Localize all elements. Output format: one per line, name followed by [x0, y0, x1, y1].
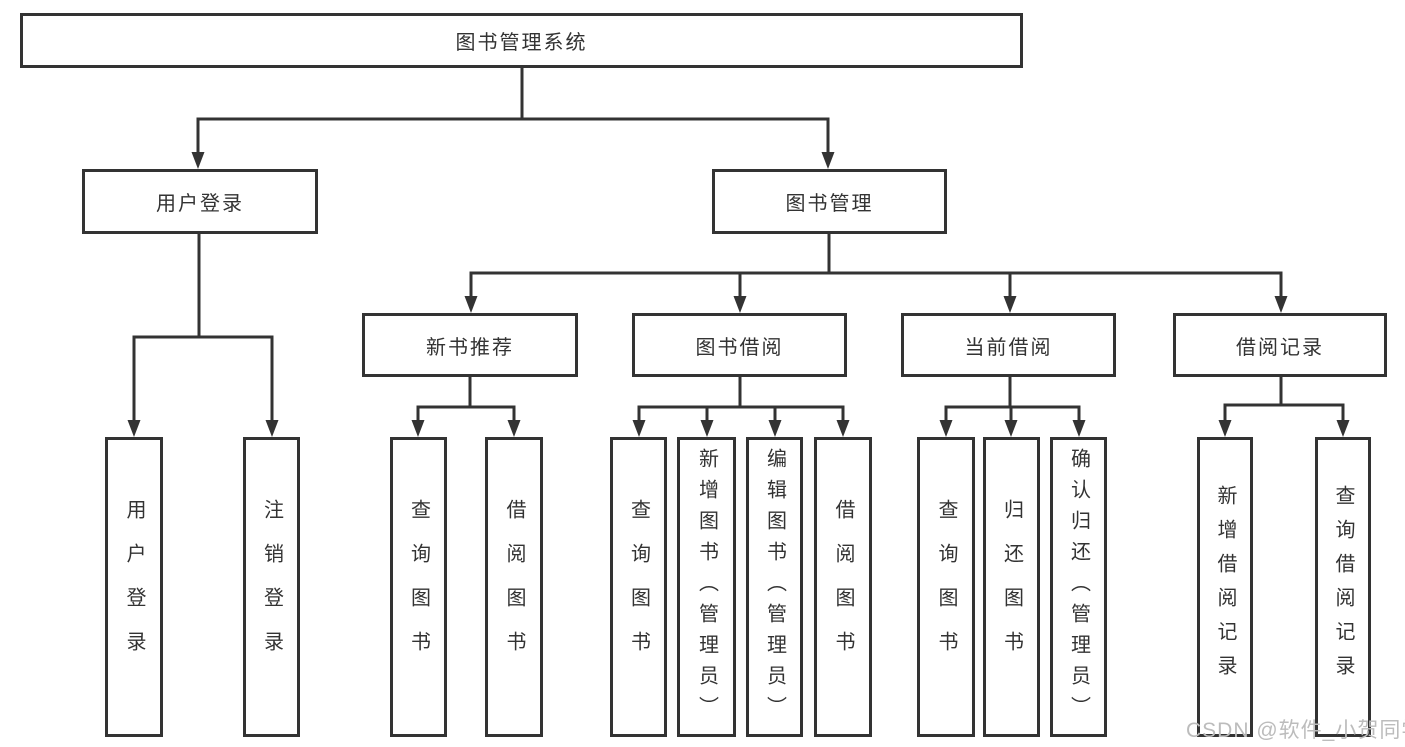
leaf-label: 新增图书（管理员）	[695, 447, 718, 727]
leaf-edit-books-admin: 编辑图书（管理员）	[746, 437, 803, 737]
node-library-system: 图书管理系统	[20, 13, 1023, 68]
leaf-user-login: 用户登录	[105, 437, 163, 737]
connector-current-borrowing-split	[939, 377, 1086, 437]
leaf-label: 借阅图书	[832, 499, 854, 675]
leaf-confirm-return-admin: 确认归还（管理员）	[1050, 437, 1107, 737]
leaf-label: 用户登录	[123, 499, 145, 675]
leaf-label: 查询图书	[407, 499, 430, 675]
leaf-add-books-admin: 新增图书（管理员）	[677, 437, 736, 737]
leaf-label: 查询图书	[627, 499, 650, 675]
leaf-label: 注销登录	[260, 499, 283, 675]
leaf-logout: 注销登录	[243, 437, 300, 737]
connector-new-book-split	[411, 377, 521, 437]
leaf-label: 查询借阅记录	[1332, 485, 1354, 689]
leaf-borrow-books: 借阅图书	[814, 437, 872, 737]
leaf-add-borrow-record: 新增借阅记录	[1197, 437, 1253, 737]
node-user-login: 用户登录	[82, 169, 318, 234]
leaf-return-books: 归还图书	[983, 437, 1040, 737]
connector-user-login-split	[127, 234, 279, 437]
leaf-query-borrow-record: 查询借阅记录	[1315, 437, 1371, 737]
connector-root-split	[191, 68, 835, 169]
connector-book-management-split	[464, 234, 1288, 313]
leaf-label: 确认归还（管理员）	[1067, 447, 1090, 727]
leaf-label: 归还图书	[1000, 499, 1023, 675]
connector-book-borrowing-split	[632, 377, 850, 437]
connector-borrow-records-split	[1218, 377, 1350, 437]
leaf-label: 借阅图书	[503, 499, 525, 675]
node-book-management: 图书管理	[712, 169, 947, 234]
leaf-query-books-recommend: 查询图书	[390, 437, 447, 737]
node-book-borrowing: 图书借阅	[632, 313, 847, 377]
node-borrow-records: 借阅记录	[1173, 313, 1387, 377]
leaf-label: 编辑图书（管理员）	[763, 447, 786, 727]
csdn-watermark: CSDN @软件_小贺同学	[1186, 719, 1405, 742]
leaf-label: 新增借阅记录	[1214, 485, 1236, 689]
leaf-borrow-books-recommend: 借阅图书	[485, 437, 543, 737]
node-new-book-recommendation: 新书推荐	[362, 313, 578, 377]
leaf-label: 查询图书	[935, 499, 957, 675]
node-current-borrowing: 当前借阅	[901, 313, 1116, 377]
leaf-query-books-current: 查询图书	[917, 437, 975, 737]
leaf-query-books-borrow: 查询图书	[610, 437, 667, 737]
